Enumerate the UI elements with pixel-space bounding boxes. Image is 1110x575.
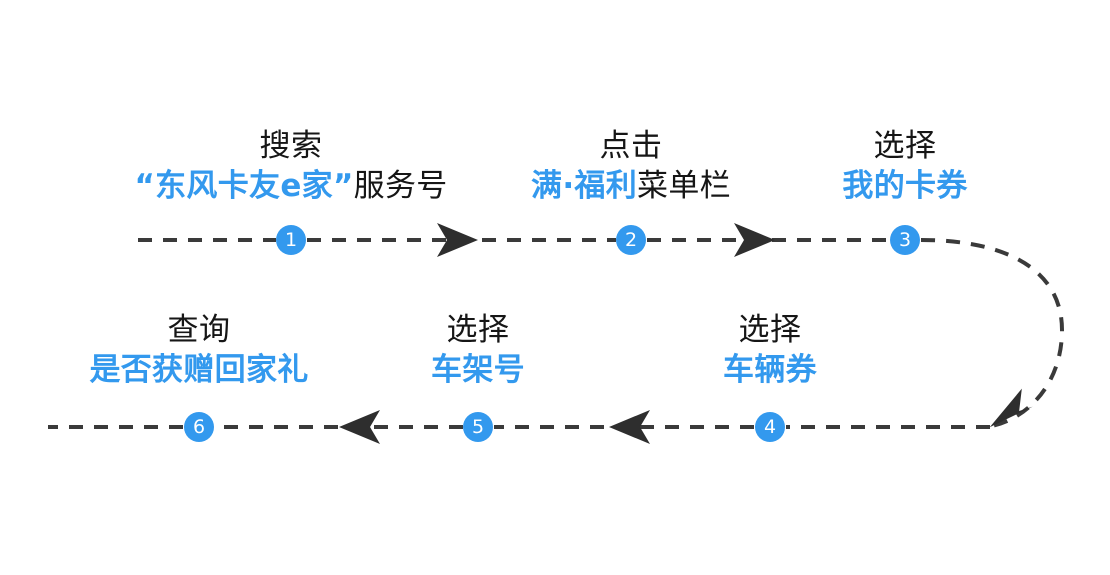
arrowhead-left-2 <box>339 410 380 444</box>
arrowhead-left-1 <box>609 410 650 444</box>
step-5-target-text: 车架号 <box>431 351 525 388</box>
step-2-target: 满·福利菜单栏 <box>531 167 731 205</box>
arrowhead-curve-end <box>989 388 1033 428</box>
step-1-labels: 搜索 “东风卡友e家”服务号 <box>134 128 448 205</box>
arrowhead-right-2 <box>734 223 775 257</box>
step-2-labels: 点击 满·福利菜单栏 <box>531 128 731 205</box>
step-3-target: 我的卡券 <box>842 167 968 205</box>
connector-curve-right <box>920 238 1065 429</box>
step-2-action: 点击 <box>599 128 663 164</box>
step-4-target-text: 车辆券 <box>723 351 817 388</box>
step-6-target: 是否获赠回家礼 <box>89 351 309 389</box>
step-3-action: 选择 <box>873 128 937 164</box>
step-6-labels: 查询 是否获赠回家礼 <box>89 312 309 389</box>
step-badge-3[interactable]: 3 <box>890 225 920 255</box>
step-1-target-tail: 服务号 <box>353 167 448 204</box>
step-4-labels: 选择 车辆券 <box>723 312 817 389</box>
step-3-labels: 选择 我的卡券 <box>842 128 968 205</box>
step-6-target-text: 是否获赠回家礼 <box>89 351 309 388</box>
step-3-target-text: 我的卡券 <box>842 167 968 204</box>
step-1-target-text: “东风卡友e家” <box>134 167 354 204</box>
arrowhead-right-1 <box>437 223 478 257</box>
step-5-target: 车架号 <box>431 351 525 389</box>
step-5-labels: 选择 车架号 <box>431 312 525 389</box>
step-2-target-text: 满·福利 <box>531 167 638 204</box>
step-badge-1[interactable]: 1 <box>276 225 306 255</box>
step-4-target: 车辆券 <box>723 351 817 389</box>
step-5-action: 选择 <box>446 312 510 348</box>
step-4-action: 选择 <box>738 312 802 348</box>
step-1-target: “东风卡友e家”服务号 <box>134 167 448 205</box>
step-2-target-tail: 菜单栏 <box>637 167 731 204</box>
step-1-action: 搜索 <box>259 128 323 164</box>
step-badge-4[interactable]: 4 <box>755 412 785 442</box>
step-badge-5[interactable]: 5 <box>463 412 493 442</box>
step-badge-2[interactable]: 2 <box>616 225 646 255</box>
step-6-action: 查询 <box>167 312 231 348</box>
step-badge-6[interactable]: 6 <box>184 412 214 442</box>
